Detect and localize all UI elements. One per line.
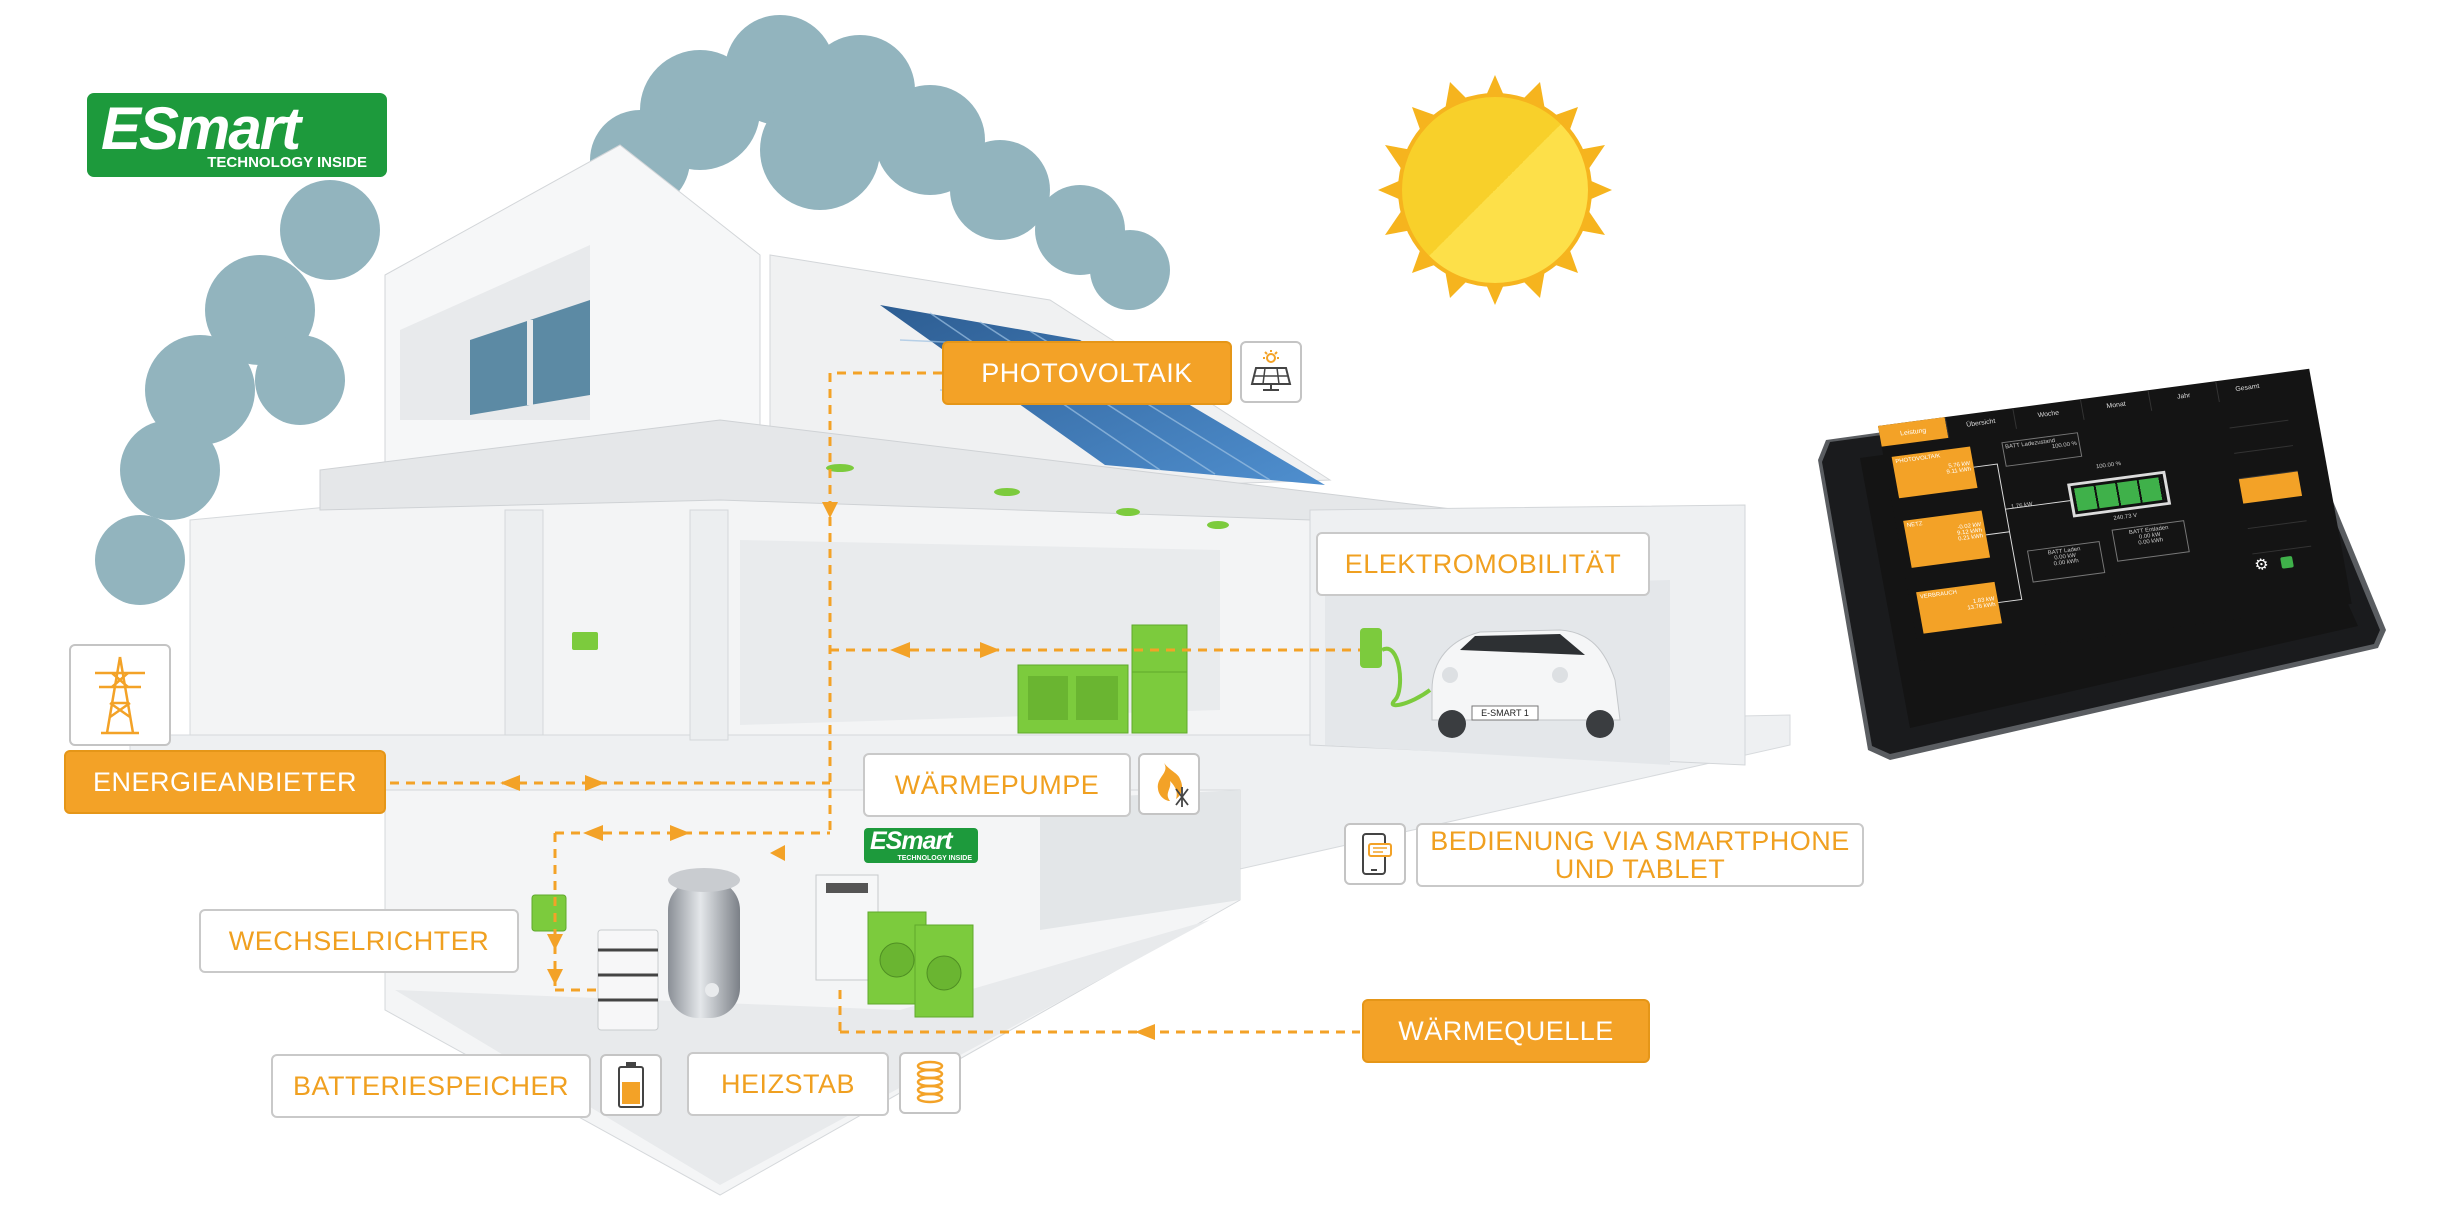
bedienung-label-line1: BEDIENUNG VIA SMARTPHONE bbox=[1430, 825, 1850, 856]
elektromobilitaet-label: ELEKTROMOBILITÄT bbox=[1316, 532, 1650, 596]
esmart-logo: ESmart TECHNOLOGY INSIDE bbox=[87, 93, 387, 177]
waermepumpe-icon-box bbox=[1138, 753, 1200, 815]
logo-wordmark: ESmart bbox=[101, 95, 301, 162]
esmart-logo-small: ESmart TECHNOLOGY INSIDE bbox=[864, 828, 978, 863]
heating-coil-icon bbox=[916, 1060, 944, 1104]
car bbox=[1431, 629, 1621, 738]
flow-lines bbox=[390, 371, 1360, 1034]
basement-wall-right bbox=[1040, 790, 1240, 930]
logo-tagline: TECHNOLOGY INSIDE bbox=[207, 154, 367, 171]
gear-icon[interactable]: ⚙ bbox=[2253, 556, 2271, 575]
inverter bbox=[531, 894, 567, 932]
heizstab-icon-box bbox=[899, 1052, 961, 1114]
car-plate: E-SMART 1 bbox=[1481, 708, 1529, 718]
flow-arrows bbox=[500, 502, 1155, 1040]
heizstab-label: HEIZSTAB bbox=[687, 1052, 889, 1116]
photovoltaik-icon-box bbox=[1240, 341, 1302, 403]
power-pylon-icon bbox=[95, 656, 145, 735]
wallbox bbox=[1360, 628, 1382, 668]
flame-snowflake-icon bbox=[1157, 763, 1189, 807]
charging-cable bbox=[1381, 646, 1432, 708]
waermequelle-label: WÄRMEQUELLE bbox=[1362, 999, 1650, 1063]
photovoltaik-label: PHOTOVOLTAIK bbox=[942, 341, 1232, 405]
kitchen bbox=[1017, 624, 1188, 734]
washing-machines bbox=[867, 911, 974, 1018]
waermepumpe-label: WÄRMEPUMPE bbox=[863, 753, 1131, 817]
sun-icon bbox=[1378, 75, 1612, 305]
batteriespeicher-icon-box bbox=[600, 1054, 662, 1116]
battery-storage bbox=[597, 929, 659, 1031]
tablet-device: Leistung Übersicht Woche Monat Jahr Gesa… bbox=[1818, 368, 2388, 765]
tablet-screen: Leistung Übersicht Woche Monat Jahr Gesa… bbox=[1878, 368, 2352, 661]
energieanbieter-label: ENERGIEANBIETER bbox=[64, 750, 386, 814]
logo-tagline-small: TECHNOLOGY INSIDE bbox=[897, 855, 972, 862]
battery-icon bbox=[618, 1062, 644, 1108]
smartphone-icon bbox=[1362, 833, 1392, 875]
tablet-connectors bbox=[1973, 463, 2071, 604]
bedienung-icon-box bbox=[1344, 823, 1406, 885]
solar-panel-icon bbox=[1250, 350, 1292, 391]
ceiling-lights bbox=[826, 464, 1229, 529]
logo-wordmark-small: ESmart bbox=[870, 827, 953, 855]
bedienung-label-line2: UND TABLET bbox=[1554, 854, 1726, 884]
wechselrichter-label: WECHSELRICHTER bbox=[199, 909, 519, 973]
tablet-side-nav: ⚙ bbox=[2225, 395, 2318, 591]
pillar bbox=[504, 509, 544, 736]
thermostat bbox=[572, 632, 598, 650]
boiler-tank bbox=[668, 868, 740, 1018]
batteriespeicher-label: BATTERIESPEICHER bbox=[271, 1054, 591, 1118]
bedienung-label: BEDIENUNG VIA SMARTPHONE UND TABLET bbox=[1416, 823, 1864, 887]
green-status-icon[interactable] bbox=[2279, 555, 2294, 569]
energieanbieter-icon-box bbox=[69, 644, 171, 746]
pillar bbox=[689, 509, 729, 741]
